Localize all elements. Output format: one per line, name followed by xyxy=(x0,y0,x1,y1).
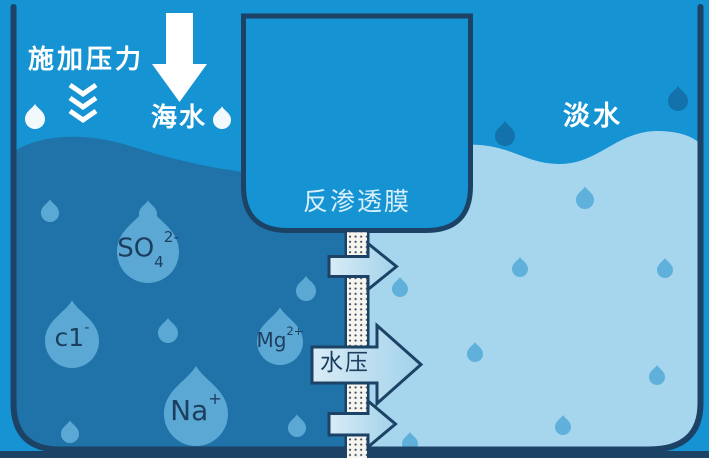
ion-droplet-magnesium xyxy=(257,307,303,365)
droplet xyxy=(392,277,408,297)
droplet xyxy=(296,276,316,301)
ion-label-chloride: c1- xyxy=(54,319,90,352)
seawater-label: 海水 xyxy=(151,103,208,133)
droplet xyxy=(576,186,594,209)
droplet xyxy=(25,104,45,129)
droplet xyxy=(512,257,528,277)
droplet xyxy=(555,415,571,435)
pressure-chevrons-icon xyxy=(68,82,98,124)
ion-label-sodium: Na+ xyxy=(170,388,222,427)
freshwater-label: 淡水 xyxy=(563,101,623,132)
chevron-down-icon xyxy=(68,82,98,98)
applied-pressure-label: 施加压力 xyxy=(28,45,145,75)
water-pressure-label: 水压 xyxy=(320,350,370,376)
droplet xyxy=(668,86,688,111)
ion-label-magnesium: Mg2+ xyxy=(256,323,304,352)
ion-droplet-chloride xyxy=(45,300,99,368)
pressure-down-arrow-icon xyxy=(152,13,207,102)
droplet xyxy=(657,258,673,278)
flow-arrow-middle-icon xyxy=(310,322,424,407)
droplet xyxy=(158,318,178,343)
ion-label-sulfate: SO42- xyxy=(117,228,179,271)
membrane-label: 反渗透膜 xyxy=(302,187,411,216)
droplet xyxy=(649,365,665,385)
droplet xyxy=(61,420,79,443)
droplet xyxy=(41,199,59,222)
droplet xyxy=(495,121,515,146)
ion-droplets xyxy=(45,205,303,446)
surface-droplets xyxy=(25,104,231,129)
chevron-down-icon xyxy=(68,95,98,111)
flow-arrow-bottom-icon xyxy=(327,397,398,451)
ion-droplet-sulfate xyxy=(117,205,179,283)
flow-arrow-top-icon xyxy=(327,240,399,293)
u-tube xyxy=(241,13,473,233)
freshwater-droplets xyxy=(392,186,673,452)
droplet xyxy=(467,342,483,362)
droplet xyxy=(288,414,306,437)
ion-droplet-sodium xyxy=(164,366,228,446)
chevron-down-icon xyxy=(68,108,98,124)
air-droplets xyxy=(495,86,688,146)
seawater-droplets xyxy=(41,199,316,443)
droplet xyxy=(213,106,231,129)
